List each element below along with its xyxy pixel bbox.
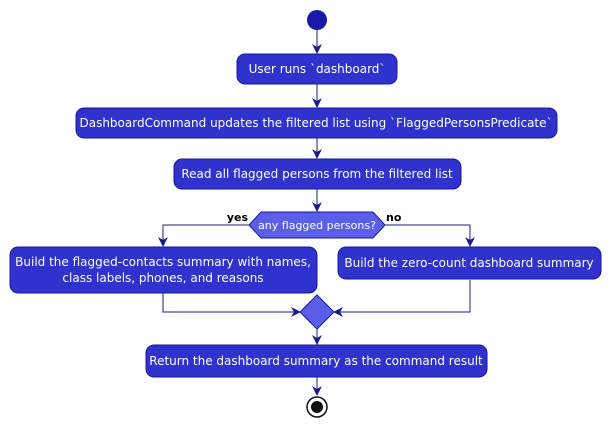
action-update-filtered-list [75,107,558,139]
action-read-flagged [173,158,462,190]
start-node [307,10,327,30]
action-update-filtered-list-label: DashboardCommand updates the filtered li… [79,116,552,130]
edge-flagged-merge [162,292,301,317]
decision-yes-label: yes [227,211,249,224]
action-run-dashboard [236,53,398,85]
action-return-summary-label: Return the dashboard summary as the comm… [149,354,483,368]
edge-zero-merge [333,280,471,317]
edge-decision-yes [158,224,249,247]
decision-no-label: no [386,211,402,224]
action-return-summary [145,344,488,378]
action-build-zero-summary-label: Build the zero-count dashboard summary [344,256,593,270]
action-read-flagged-label: Read all flagged persons from the filter… [181,167,453,181]
action-build-flagged-summary-line2: class labels, phones, and reasons [62,271,263,285]
action-build-zero-summary [337,246,602,280]
end-node-core [311,401,323,413]
decision-any-flagged [248,211,386,239]
edge-decision-no [385,224,475,247]
action-build-flagged-summary-line1: Build the flagged-contacts summary with … [15,255,311,269]
merge-node [299,294,335,330]
decision-question: any flagged persons? [258,219,376,232]
action-run-dashboard-label: User runs `dashboard` [249,62,386,76]
action-build-flagged-summary [9,246,318,294]
